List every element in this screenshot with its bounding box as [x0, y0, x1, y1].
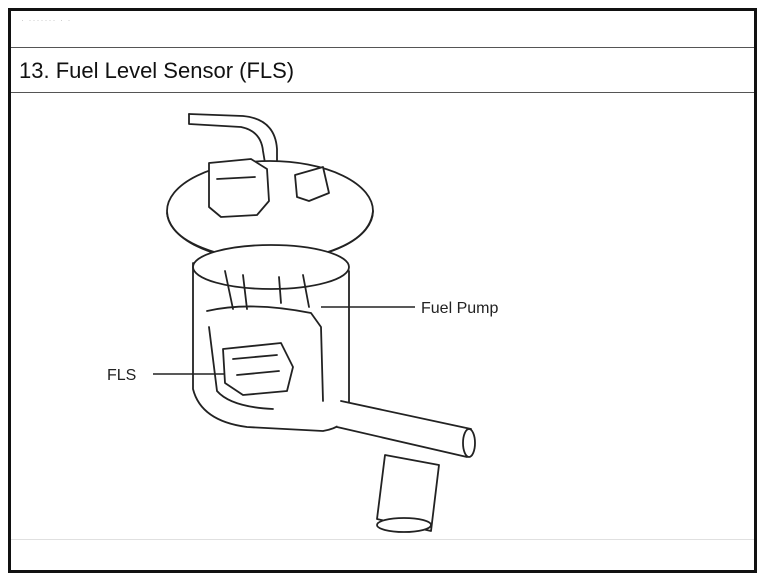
fuel-pump-label: Fuel Pump [421, 300, 498, 317]
inner-line-2 [208, 326, 274, 410]
section-title-bar: 13. Fuel Level Sensor (FLS) [11, 47, 754, 93]
hose-line-outer [188, 113, 278, 164]
header-strip: · ······· · · [11, 11, 754, 47]
lower-tube-end [376, 517, 432, 533]
inner-struts [224, 270, 310, 310]
lower-tube [376, 454, 440, 532]
connector-block [208, 158, 270, 218]
plug [294, 166, 330, 202]
section-title: 13. Fuel Level Sensor (FLS) [19, 58, 295, 83]
connector-detail [216, 176, 256, 180]
fls-detail [232, 354, 280, 376]
fls-module [222, 342, 294, 396]
hose-line [188, 113, 266, 164]
fls-label: FLS [107, 367, 136, 384]
bottom-rule [11, 539, 754, 540]
outlet-pipe [336, 400, 472, 458]
document-frame: · ······· · · 13. Fuel Level Sensor (FLS… [8, 8, 757, 573]
fuel-pump-diagram: Fuel Pump FLS [11, 91, 754, 570]
diagram-svg: Fuel Pump FLS [107, 113, 498, 533]
faint-header-text: · ······· · · [21, 15, 72, 25]
inner-line-1 [206, 305, 324, 402]
canister-top [192, 244, 350, 290]
outlet-pipe-end [462, 428, 476, 458]
